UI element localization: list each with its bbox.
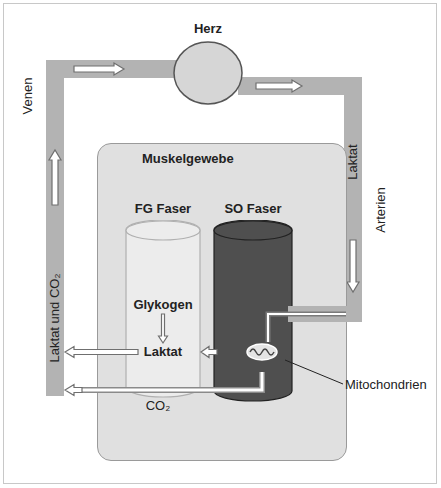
co2-flow (72, 372, 262, 390)
substance-label: CO₂ (146, 398, 171, 414)
flow-arrow (256, 80, 302, 92)
flow-label: Laktat und CO₂ (47, 274, 63, 363)
flow-arrow (49, 150, 61, 205)
mitochondrion-symbol (247, 344, 277, 360)
node-heading: SO Faser (213, 200, 293, 218)
capillary-line (268, 314, 346, 342)
artery-pipe (238, 77, 362, 95)
flow-label: Laktat (345, 144, 361, 179)
co2-flow (72, 372, 262, 390)
cylinder-top (126, 221, 200, 240)
so-fiber-cylinder-outline (213, 220, 293, 402)
vein-pipe (46, 60, 64, 396)
node-heading: FG Faser (125, 200, 201, 218)
callout-label: Mitochondrien (345, 377, 427, 393)
vessel-label: Arterien (373, 187, 389, 233)
vein-pipe (46, 60, 178, 78)
mitochondrion-symbol (250, 349, 274, 355)
vessel-label: Venen (20, 78, 36, 115)
leader-line (285, 360, 343, 384)
node-heading: Muskelgewebe (98, 150, 346, 168)
heart-shape (174, 42, 242, 104)
lactate-outflow-arrow (65, 347, 138, 358)
heart-circle-outline (172, 40, 244, 106)
substance-label: Glykogen (133, 297, 192, 313)
capillary-line (268, 314, 346, 342)
flow-arrow (74, 63, 124, 75)
figure-frame (4, 4, 437, 484)
conversion-arrow (159, 314, 168, 343)
co2-outflow-arrow (65, 385, 82, 396)
cylinder-body (126, 220, 200, 397)
heart-circle: Herz (172, 20, 244, 106)
cylinder-top (214, 221, 292, 240)
lactate-transfer-arrow (201, 347, 217, 358)
flow-arrow (347, 240, 359, 292)
so-fiber-cylinder: SO Faser (213, 200, 293, 402)
node-heading: Herz (172, 20, 244, 38)
substance-label: Laktat (144, 344, 182, 360)
arrow-shape (201, 347, 217, 358)
cylinder-body (214, 220, 292, 401)
